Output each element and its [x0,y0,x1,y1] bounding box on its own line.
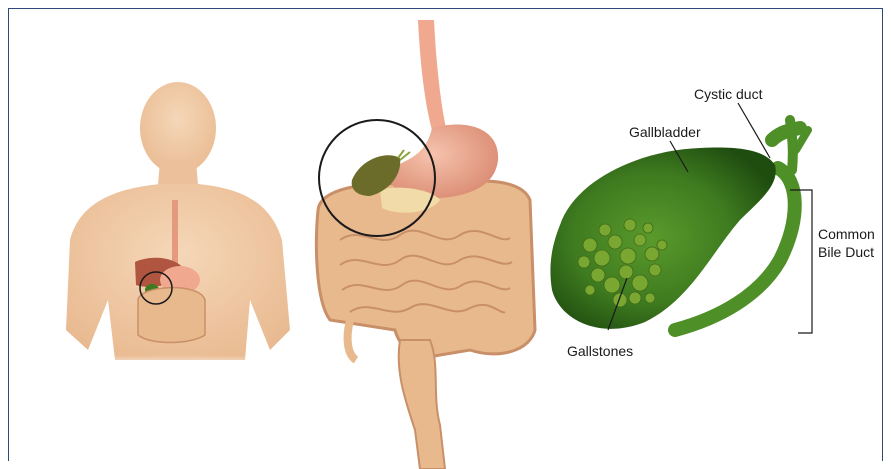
cystic-duct-label: Cystic duct [694,86,762,103]
digestive-tract-figure [316,20,535,469]
common-bile-duct-label-line2: Bile Duct [818,244,874,261]
common-bile-duct-label-line1: Common [818,226,875,243]
human-torso-figure [60,82,300,370]
gallstones-label: Gallstones [567,343,633,360]
gallbladder-label: Gallbladder [629,124,701,141]
